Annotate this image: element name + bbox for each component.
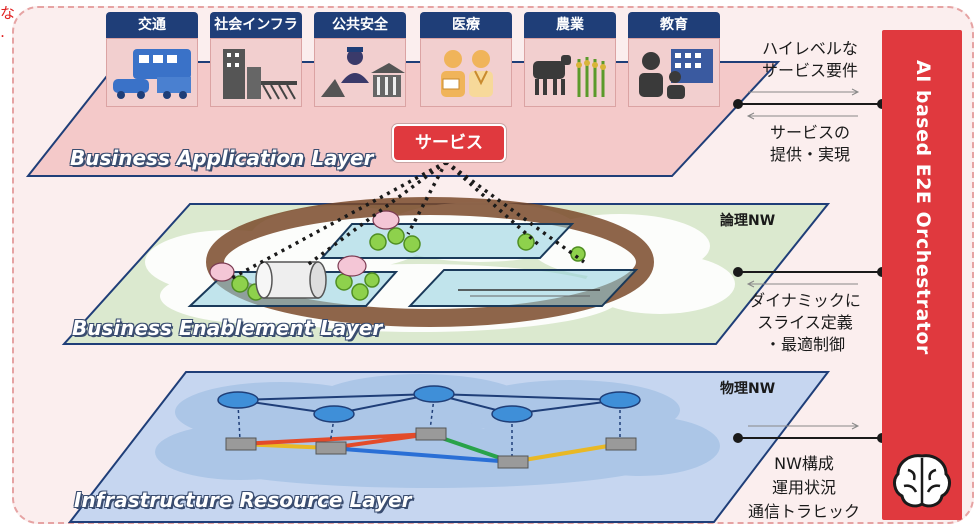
router-server-links [237,397,621,458]
router-icons [217,385,641,423]
category-label: 交通 [106,12,198,38]
category-transport: 交通 [106,12,198,107]
physical-nw-label: 物理NW [720,381,776,397]
category-label: 教育 [628,12,720,38]
service-provision-text: サービスの 提供・実現 [769,123,850,164]
logical-nw-label: 論理NW [720,213,776,229]
side-arrows [746,88,860,430]
server-cylinder-icon [255,261,327,299]
orchestrator-title: AI based E2E Orchestrator [912,60,934,355]
medical-icon [420,38,512,107]
transport-icon [106,38,198,107]
service-dotted-lines [231,160,586,280]
physical-cloud [155,374,720,488]
category-label: 公共安全 [314,12,406,38]
high-level-requirements-text: ハイレベルな サービス要件 [761,39,858,80]
dynamic-slice-text: ダイナミックに スライス定義 ・最適制御 [749,291,861,354]
slice-ring [206,197,654,327]
category-label: 社会インフラ [210,12,302,38]
category-label: 医療 [420,12,512,38]
category-medical: 医療 [420,12,512,107]
orchestrator-panel: AI based E2E Orchestrator [882,30,962,520]
infrastructure-icon [210,38,302,107]
category-label: 農業 [524,12,616,38]
application-layer-label: Business Application Layer [70,146,374,170]
server-icons [225,427,637,469]
public-safety-icon [314,38,406,107]
edge-text-fragment: な ․ [0,4,16,41]
ai-brain-small-icons [209,210,400,282]
enablement-layer-label: Business Enablement Layer [72,316,383,340]
network-config-text: NW構成 運用状況 通信トラヒック [747,454,860,521]
education-icon [628,38,720,107]
category-infrastructure: 社会インフラ [210,12,302,107]
agriculture-icon [524,38,616,107]
brain-icon [890,450,954,516]
category-public-safety: 公共安全 [314,12,406,107]
side-connectors [733,99,887,443]
slice-plane-right [407,269,639,307]
category-agriculture: 農業 [524,12,616,107]
infrastructure-layer-label: Infrastructure Resource Layer [74,488,412,512]
slice-plane-upper [319,223,575,259]
service-badge: サービス [392,124,506,162]
category-education: 教育 [628,12,720,107]
